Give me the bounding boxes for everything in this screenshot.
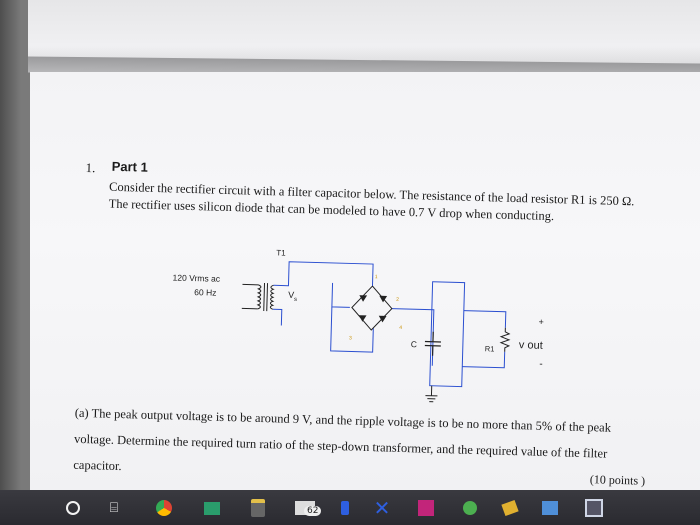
circuit-wires [272, 261, 507, 388]
circle-icon[interactable] [66, 498, 80, 518]
diode-bridge [351, 285, 393, 331]
question-a-text: (a) The peak output voltage is to be aro… [73, 400, 647, 494]
lock-icon[interactable] [248, 498, 268, 518]
store-icon[interactable] [202, 498, 222, 518]
transformer-symbol [241, 283, 275, 312]
output-voltage-label: v out [519, 339, 543, 352]
filter-capacitor [424, 331, 441, 356]
app-yellow-icon[interactable] [500, 498, 520, 518]
app-pink-icon[interactable] [416, 498, 436, 518]
diode-3-label: 3 [349, 335, 352, 341]
diode-1-label: 2 [396, 297, 399, 303]
intro-text: Consider the rectifier circuit with a fi… [108, 179, 635, 224]
excel-icon[interactable]: ✕ [373, 496, 391, 520]
onedrive-icon[interactable] [338, 498, 352, 518]
taskbar: ⌸ 62 ✕ [0, 490, 700, 525]
rectifier-circuit-diagram: T1 120 Vrms ac 60 Hz Vs [173, 248, 544, 403]
screen-top-area [28, 0, 700, 66]
output-plus: + [538, 317, 544, 327]
diode-4-label: 4 [399, 325, 402, 331]
mail-badge: 62 [304, 506, 322, 516]
app-box-icon[interactable] [584, 498, 604, 518]
secondary-voltage-label: Vs [288, 290, 297, 303]
transformer-label: T1 [276, 248, 286, 257]
app-green-icon[interactable] [460, 498, 480, 518]
ground-symbol [425, 385, 438, 403]
source-voltage-label: 120 Vrms ac [173, 272, 221, 283]
question-number: 1. [85, 159, 96, 176]
app-blue-icon[interactable] [540, 498, 560, 518]
source-frequency-label: 60 Hz [194, 287, 216, 298]
output-minus: - [539, 359, 543, 370]
load-resistor [499, 327, 511, 352]
task-view-icon[interactable]: ⌸ [109, 500, 119, 516]
resistor-label: R1 [485, 344, 495, 353]
chrome-icon[interactable] [154, 498, 174, 518]
diode-2-label: 1 [375, 274, 378, 280]
capacitor-label: C [411, 339, 417, 349]
document-page [30, 72, 700, 492]
part-title: Part 1 [111, 158, 149, 175]
mail-icon[interactable]: 62 [288, 498, 322, 518]
problem-document: 1. Part 1 Consider the rectifier circuit… [73, 156, 666, 502]
